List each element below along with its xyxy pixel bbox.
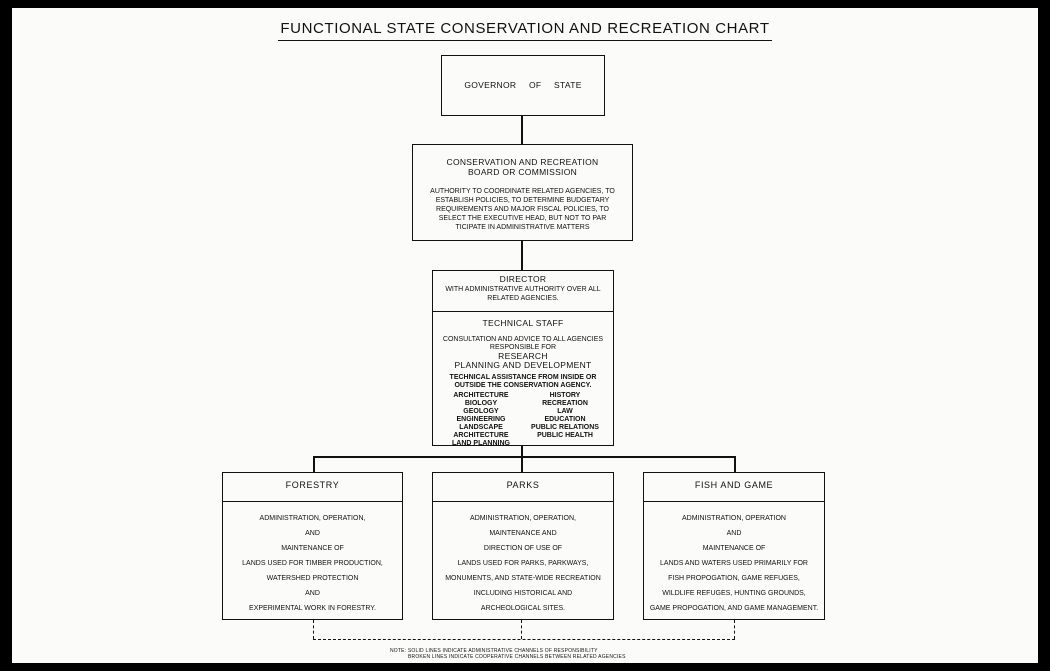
board-box: CONSERVATION AND RECREATION BOARD OR COM… (412, 144, 633, 241)
specialty-column-right: HISTORY RECREATION LAW EDUCATION PUBLIC … (523, 392, 607, 448)
connector-director-bus (521, 446, 523, 457)
connector-governor-board (521, 116, 523, 144)
forestry-header: FORESTRY (223, 480, 402, 502)
specialty-item: LAND PLANNING (452, 440, 510, 447)
specialty-item: EDUCATION (544, 416, 586, 423)
note-line: NOTE: SOLID LINES INDICATE ADMINISTRATIV… (390, 648, 598, 654)
parks-line: DIRECTION OF USE OF (483, 545, 563, 552)
parks-line: ARCHEOLOGICAL SITES. (480, 605, 566, 612)
dashed-parks (521, 620, 522, 639)
fish-game-line: MAINTENANCE OF (702, 545, 766, 552)
parks-header: PARKS (433, 480, 613, 502)
governor-label: GOVERNOR OF STATE (464, 80, 582, 90)
forestry-description: ADMINISTRATION, OPERATION, AND MAINTENAN… (223, 502, 402, 616)
board-title-line2: BOARD OR COMMISSION (467, 167, 578, 177)
board-line: TICIPATE IN ADMINISTRATIVE MATTERS (455, 224, 590, 231)
forestry-line: LANDS USED FOR TIMBER PRODUCTION, (242, 560, 383, 567)
fish-game-line: ADMINISTRATION, OPERATION (682, 515, 786, 522)
board-line: SELECT THE EXECUTIVE HEAD, BUT NOT TO PA… (438, 215, 607, 222)
board-description: AUTHORITY TO COORDINATE RELATED AGENCIES… (413, 187, 632, 232)
forestry-line: ADMINISTRATION, OPERATION, (259, 515, 366, 522)
director-line: RELATED AGENCIES. (487, 295, 559, 302)
board-line: ESTABLISH POLICIES, TO DETERMINE BUDGETA… (435, 197, 610, 204)
fish-game-box: FISH AND GAME ADMINISTRATION, OPERATION … (643, 472, 825, 620)
parks-line: MONUMENTS, AND STATE-WIDE RECREATION (445, 575, 601, 582)
forestry-line: AND (305, 530, 320, 537)
fish-game-line: FISH PROPOGATION, GAME REFUGES, (668, 575, 800, 582)
parks-description: ADMINISTRATION, OPERATION, MAINTENANCE A… (433, 502, 613, 616)
dashed-forestry (313, 620, 314, 639)
forestry-line: AND (305, 590, 320, 597)
board-title-line1: CONSERVATION AND RECREATION (446, 157, 599, 167)
specialty-item: PUBLIC RELATIONS (531, 424, 599, 431)
specialty-column-left: ARCHITECTURE BIOLOGY GEOLOGY ENGINEERING… (439, 392, 523, 448)
forestry-title: FORESTRY (285, 480, 340, 490)
technical-staff-title: TECHNICAL STAFF (482, 318, 564, 328)
technical-staff-line: CONSULTATION AND ADVICE TO ALL AGENCIES (442, 336, 604, 343)
governor-box: GOVERNOR OF STATE (441, 55, 605, 116)
fish-game-description: ADMINISTRATION, OPERATION AND MAINTENANC… (644, 502, 824, 616)
specialty-item: PUBLIC HEALTH (537, 432, 593, 439)
technical-staff-section: TECHNICAL STAFF CONSULTATION AND ADVICE … (433, 318, 613, 448)
technical-staff-line: TECHNICAL ASSISTANCE FROM INSIDE OR (449, 374, 597, 381)
specialty-item: ENGINEERING (456, 416, 506, 423)
fish-game-header: FISH AND GAME (644, 480, 824, 502)
specialty-item: HISTORY (549, 392, 581, 399)
fish-game-line: AND (726, 530, 742, 537)
forestry-line: MAINTENANCE OF (281, 545, 344, 552)
forestry-line: EXPERIMENTAL WORK IN FORESTRY. (249, 605, 376, 612)
connector-bus (313, 456, 735, 458)
director-line: WITH ADMINISTRATIVE AUTHORITY OVER ALL (445, 286, 601, 293)
specialty-item: GEOLOGY (463, 408, 499, 415)
specialty-list: ARCHITECTURE BIOLOGY GEOLOGY ENGINEERING… (433, 392, 613, 448)
director-box: DIRECTOR WITH ADMINISTRATIVE AUTHORITY O… (432, 270, 614, 448)
director-title: DIRECTOR (499, 274, 547, 284)
dashed-bus (313, 639, 735, 640)
forestry-line: WATERSHED PROTECTION (266, 575, 359, 582)
note-line: BROKEN LINES INDICATE COOPERATIVE CHANNE… (408, 654, 626, 660)
technical-staff-line: OUTSIDE THE CONSERVATION AGENCY. (454, 382, 592, 389)
fish-game-line: LANDS AND WATERS USED PRIMARILY FOR (660, 560, 808, 567)
fish-game-title: FISH AND GAME (694, 480, 774, 490)
fish-game-line: GAME PROPOGATION, AND GAME MANAGEMENT. (649, 605, 819, 612)
parks-line: LANDS USED FOR PARKS, PARKWAYS, (457, 560, 589, 567)
chart-title: FUNCTIONAL STATE CONSERVATION AND RECREA… (0, 20, 1050, 41)
connector-bus-parks (521, 456, 523, 472)
specialty-item: LANDSCAPE ARCHITECTURE (453, 424, 509, 439)
technical-staff-planning: PLANNING AND DEVELOPMENT (454, 360, 592, 370)
parks-line: ADMINISTRATION, OPERATION, (470, 515, 576, 522)
forestry-box: FORESTRY ADMINISTRATION, OPERATION, AND … (222, 472, 403, 620)
specialty-item: RECREATION (542, 400, 588, 407)
parks-line: INCLUDING HISTORICAL AND (473, 590, 573, 597)
fish-game-line: WILDLIFE REFUGES, HUNTING GROUNDS, (662, 590, 806, 597)
technical-staff-line: RESPONSIBLE FOR (489, 344, 557, 351)
specialty-item: LAW (557, 408, 573, 415)
board-line: AUTHORITY TO COORDINATE RELATED AGENCIES… (430, 188, 615, 195)
connector-bus-forestry (313, 456, 315, 472)
connector-bus-fish-game (734, 456, 736, 472)
parks-box: PARKS ADMINISTRATION, OPERATION, MAINTEN… (432, 472, 614, 620)
parks-title: PARKS (506, 480, 540, 490)
chart-note: NOTE: SOLID LINES INDICATE ADMINISTRATIV… (390, 648, 626, 660)
technical-staff-research: RESEARCH (498, 351, 548, 361)
dashed-fish-game (734, 620, 735, 639)
specialty-item: ARCHITECTURE (453, 392, 509, 399)
director-section: DIRECTOR WITH ADMINISTRATIVE AUTHORITY O… (433, 274, 613, 312)
specialty-item: BIOLOGY (464, 400, 498, 407)
parks-line: MAINTENANCE AND (489, 530, 557, 537)
board-line: REQUIREMENTS AND MAJOR FISCAL POLICIES, … (436, 206, 609, 213)
connector-board-director (521, 241, 523, 270)
